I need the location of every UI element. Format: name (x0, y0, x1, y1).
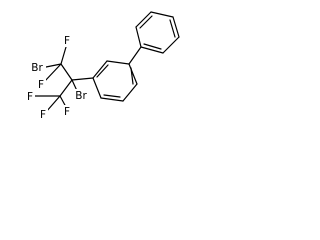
ring2-bond-1 (135, 26, 142, 48)
atom-f-left: F (38, 79, 44, 91)
ring2-double-2 (169, 19, 176, 38)
bond-c2-ring (71, 77, 94, 81)
ring2-bond-3 (150, 11, 174, 18)
ring2-double-3 (143, 43, 162, 50)
label-bg-br-center (72, 89, 90, 102)
ring2-bond-4 (172, 16, 180, 38)
bond-c1-f-top (60, 46, 67, 65)
bond-c3-f-b (45, 95, 61, 113)
label-bg-br-upper (28, 61, 46, 74)
label-bg-f-left (36, 78, 46, 91)
atom-f-lower-a: F (27, 91, 33, 103)
bond-c1-c2 (60, 63, 73, 81)
atom-f-lower-c: F (64, 106, 70, 118)
atom-br-center: Br (75, 90, 87, 102)
label-bg-f-top (62, 34, 72, 47)
label-bg-f-lower-a (25, 90, 35, 103)
ring2-double-1 (139, 15, 153, 29)
ring2-bond-6 (140, 46, 164, 54)
bond-c2-c3 (59, 79, 73, 97)
atom-f-top: F (64, 35, 70, 47)
bond-biaryl (128, 46, 142, 65)
ring1-bond-2 (106, 60, 130, 65)
ring1-double-1 (96, 64, 109, 78)
ring1-double-3 (103, 94, 121, 98)
label-bg-f-lower-c (62, 105, 72, 118)
ring1-bond-1 (92, 60, 108, 79)
atom-f-lower-b: F (40, 109, 46, 121)
bond-c1-f-left (43, 63, 62, 83)
ring2-bond-5 (162, 36, 180, 54)
ring1-bond-5 (100, 97, 124, 102)
molecule-diagram: Br F F Br F F F (0, 0, 224, 153)
bond-c1-br (45, 63, 62, 68)
ring1-bond-3 (128, 63, 138, 85)
ring1-bond-6 (92, 77, 102, 99)
ring1-bond-4 (122, 83, 138, 102)
ring2-bond-2 (135, 11, 152, 28)
atom-br-upper: Br (31, 62, 43, 74)
structure-drawing: Br F F Br F F F (25, 11, 180, 121)
ring1-double-2 (130, 67, 134, 85)
label-bg-f-lower-b (38, 108, 48, 121)
